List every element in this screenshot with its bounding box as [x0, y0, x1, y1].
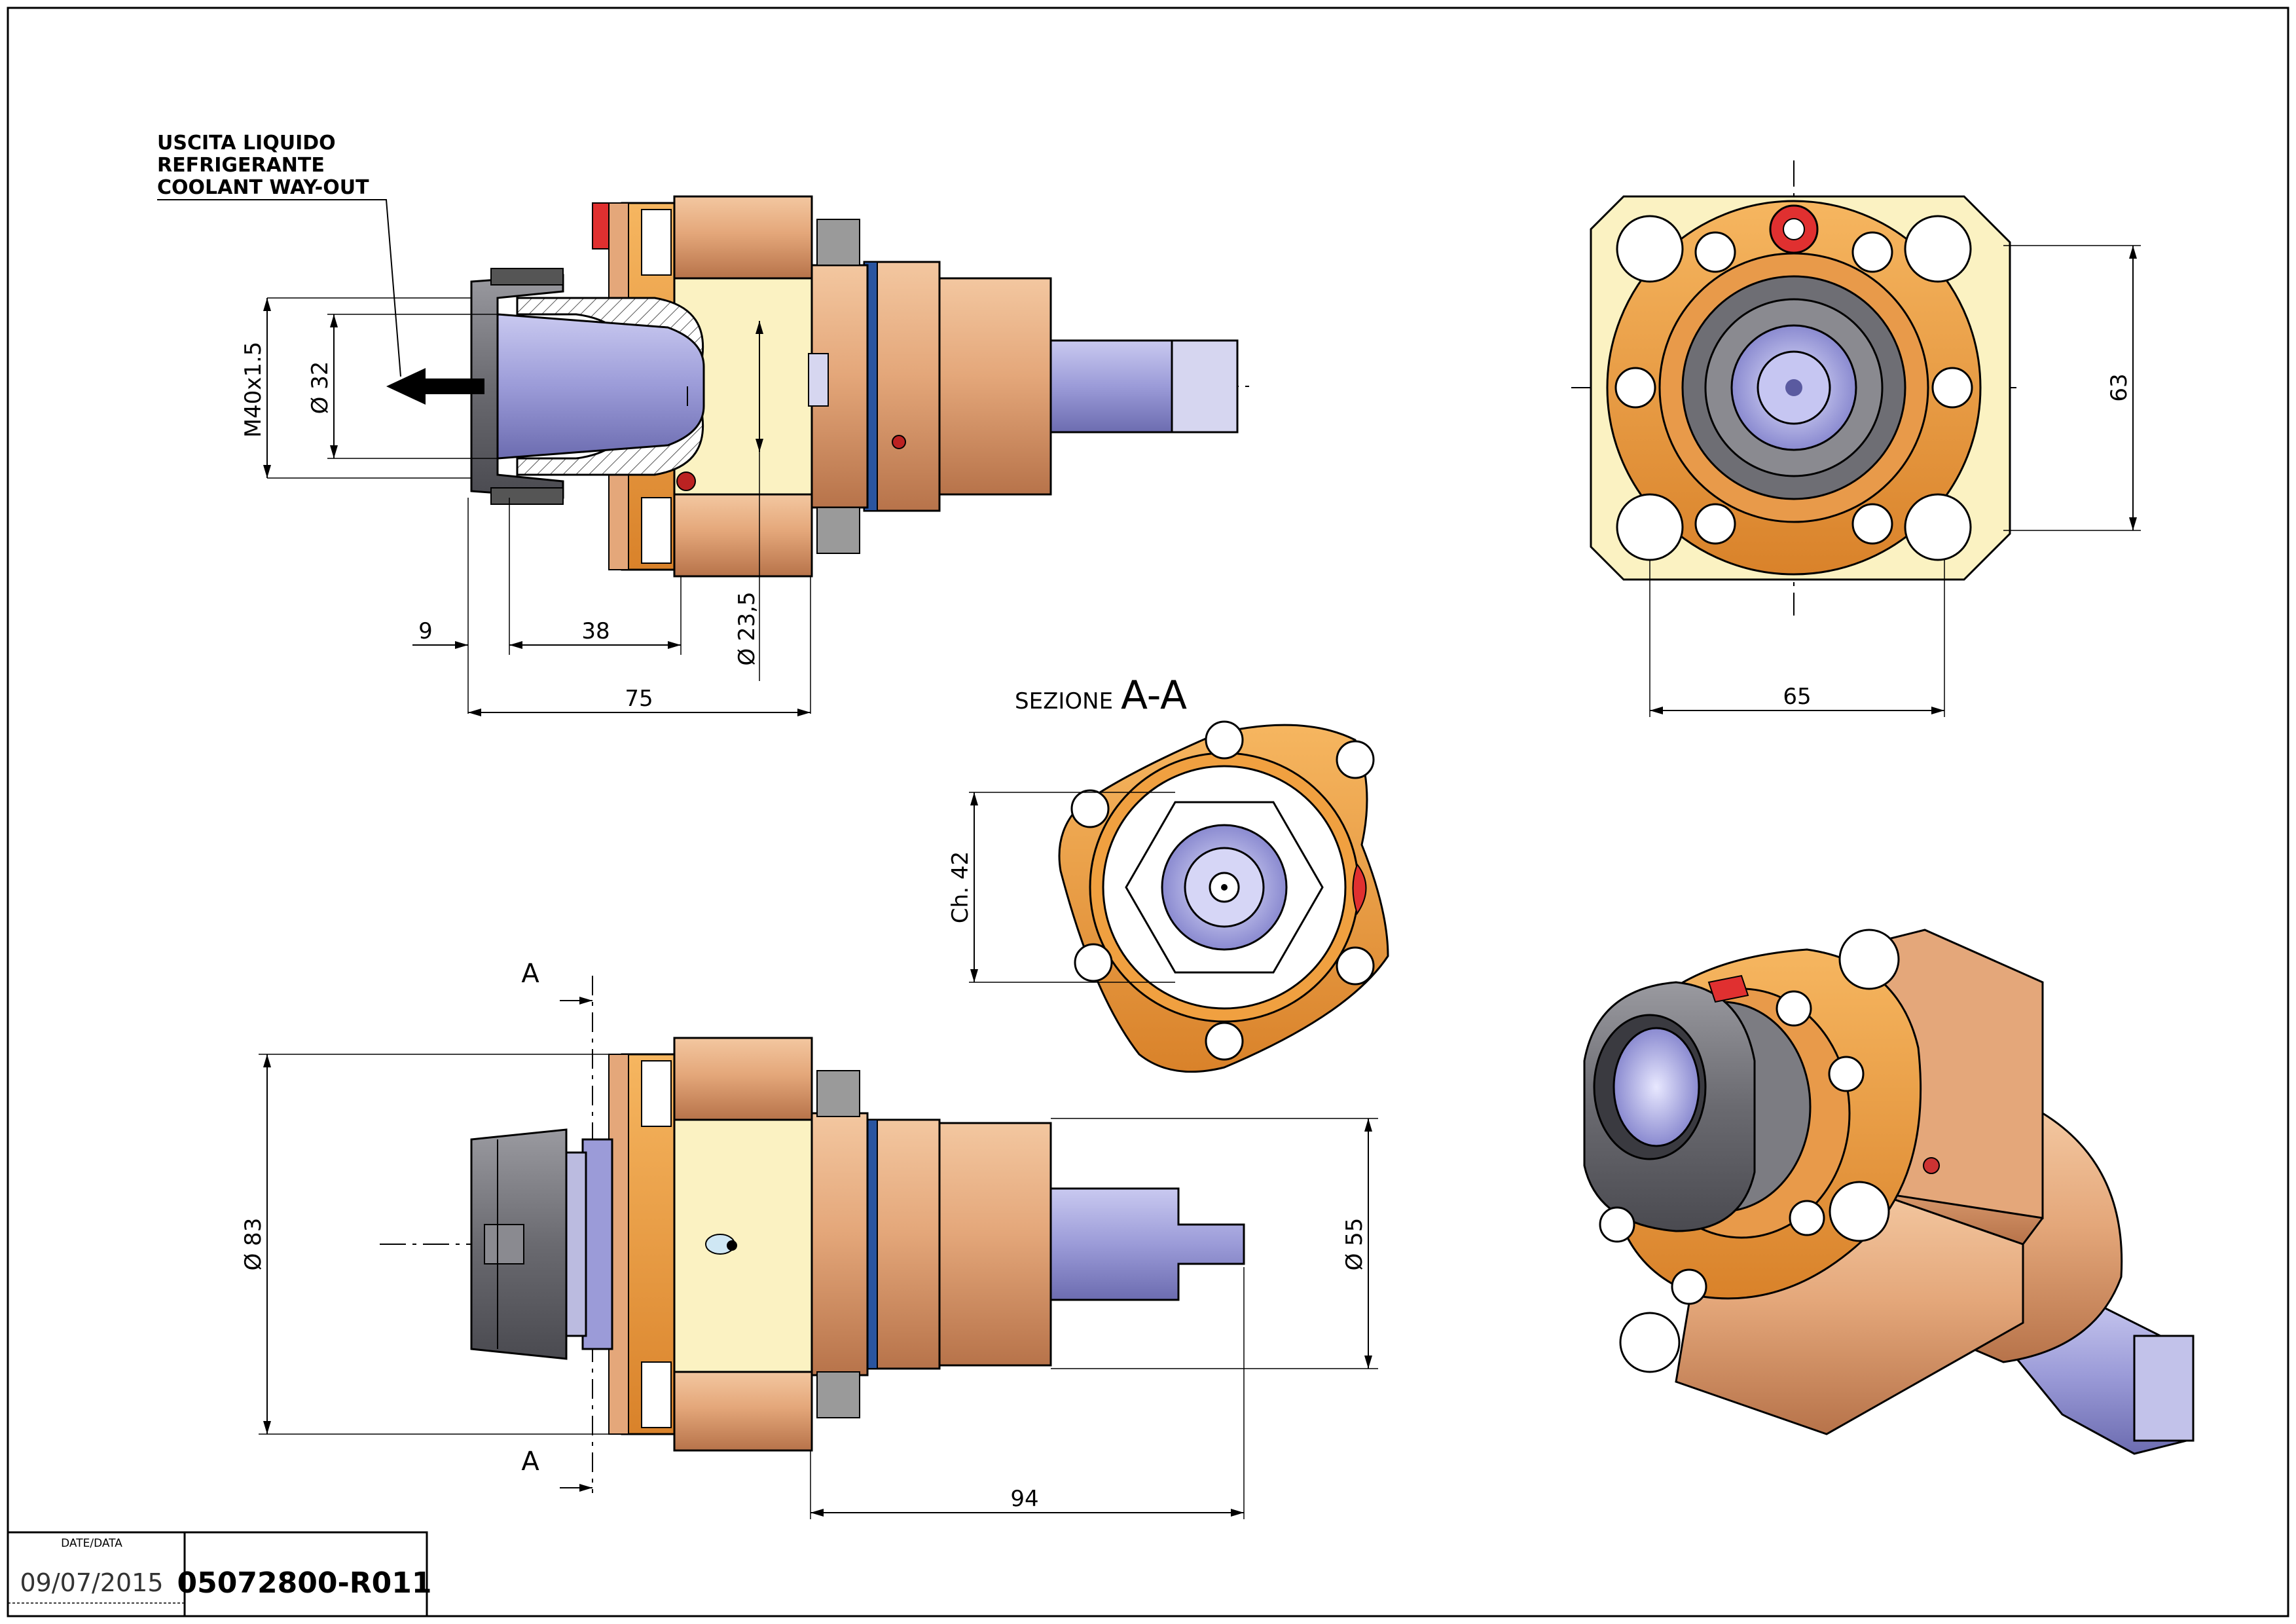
coolant-arrow [386, 368, 484, 405]
date-value: 09/07/2015 [20, 1568, 163, 1597]
dim-75: 75 [625, 686, 653, 712]
section-markers: A A [521, 959, 592, 1492]
dim-d83: Ø 83 [240, 1218, 266, 1271]
section-marker-bottom: A [521, 1447, 539, 1477]
drawing-code: 05072800-R011 [177, 1566, 432, 1600]
dim-ch42: Ch. 42 [947, 851, 974, 923]
note-line1: USCITA LIQUIDO [157, 132, 336, 155]
section-marker-top: A [521, 959, 539, 989]
section-a-a-view: Ch. 42 [947, 720, 1389, 1073]
section-title: SEZIONE A-A [1015, 673, 1187, 718]
isometric-view [1583, 929, 2195, 1455]
view3-dimensions: Ø 83 Ø 55 94 [240, 1054, 1378, 1519]
dim-d32: Ø 32 [307, 361, 333, 415]
dim-thread: M40x1.5 [240, 342, 266, 438]
dim-65: 65 [1783, 684, 1811, 710]
view1-dimensions: M40x1.5 Ø 32 Ø 23,5 9 38 75 [240, 297, 811, 716]
dim-94: 94 [1010, 1486, 1038, 1512]
title-block: DATE/DATA 09/07/2015 05072800-R011 [7, 1531, 432, 1617]
coolant-note: USCITA LIQUIDO REFRIGERANTE COOLANT WAY-… [157, 132, 401, 377]
front-view [1571, 160, 2016, 616]
section-prefix: SEZIONE [1015, 688, 1113, 714]
side-elevation-view [380, 976, 1245, 1493]
view2-dimensions: 63 65 [1649, 245, 2141, 717]
dim-d23: Ø 23,5 [734, 591, 760, 665]
dim-63: 63 [2106, 373, 2132, 401]
sheet-border [7, 7, 2289, 1617]
section-name: A-A [1121, 673, 1187, 718]
note-line2: REFRIGERANTE [157, 154, 325, 177]
dim-38: 38 [581, 618, 610, 644]
side-section-view [386, 195, 1250, 578]
dim-9: 9 [418, 618, 433, 644]
note-line3: COOLANT WAY-OUT [157, 176, 369, 199]
date-label: DATE/DATA [61, 1537, 122, 1550]
dim-d55: Ø 55 [1341, 1218, 1368, 1271]
